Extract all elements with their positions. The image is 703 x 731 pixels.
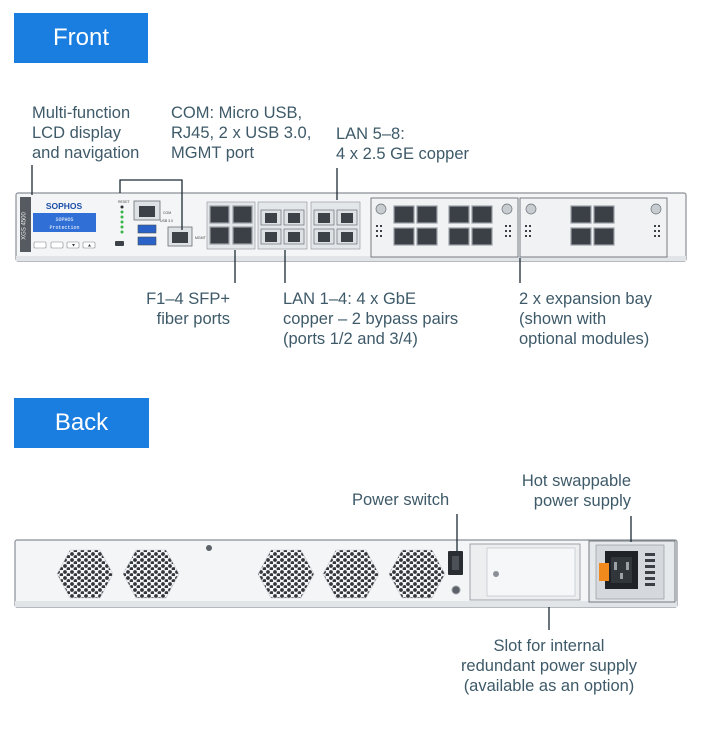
label-hot-swap-psu: Hot swappable power supply <box>521 472 631 510</box>
lcd-line-1: SOPHOS <box>55 217 73 223</box>
label-sfp-ports: F1–4 SFP+ fiber ports <box>146 290 230 328</box>
label-com-ports: COM: Micro USB, RJ45, 2 x USB 3.0, MGMT … <box>171 104 312 162</box>
label-lan-1-4: LAN 1–4: 4 x GbE copper – 2 bypass pairs… <box>283 290 459 348</box>
lan-5-8-block <box>310 201 361 250</box>
expansion-bay-1 <box>370 197 519 258</box>
lcd-line-2: Protection <box>49 225 79 231</box>
usb-port-1 <box>137 224 157 234</box>
label-power-switch: Power switch <box>352 491 450 509</box>
model-plate <box>20 197 31 252</box>
fan-vents <box>56 549 446 599</box>
psu-release-latch <box>599 563 609 581</box>
back-chassis <box>14 539 678 608</box>
usb-port-2 <box>137 236 157 246</box>
svg-text:USB 3.0: USB 3.0 <box>160 219 173 223</box>
model-text: XGS 4500 <box>22 211 28 239</box>
back-leader-lines <box>456 514 632 630</box>
label-lcd-display: Multi-function LCD display and navigatio… <box>32 104 140 162</box>
tab-front[interactable]: Front <box>14 13 148 63</box>
status-leds: RESET <box>118 200 131 234</box>
front-leader-lines <box>31 165 521 283</box>
svg-text:COM: COM <box>163 211 171 215</box>
front-chassis: XGS 4500 SOPHOS SOPHOS Protection RESET <box>15 192 687 262</box>
lcd-nav-buttons <box>33 241 96 249</box>
label-expansion-bay: 2 x expansion bay (shown with optional m… <box>519 290 653 348</box>
lan-1-4-block <box>257 201 308 250</box>
tab-back[interactable]: Back <box>14 398 149 448</box>
micro-usb-port <box>115 241 124 246</box>
sfp-ports-block <box>206 201 256 250</box>
screw-1 <box>206 545 212 551</box>
ground-screw <box>451 585 461 595</box>
hot-swap-psu <box>588 540 676 603</box>
svg-text:MGMT: MGMT <box>195 236 207 240</box>
sophos-logo: SOPHOS <box>46 201 83 211</box>
label-redundant-slot: Slot for internal redundant power supply… <box>460 637 638 695</box>
label-lan-5-8: LAN 5–8: 4 x 2.5 GE copper <box>336 125 469 163</box>
expansion-bay-2 <box>519 197 668 258</box>
svg-text:RESET: RESET <box>118 200 131 204</box>
lcd-display <box>33 213 96 232</box>
